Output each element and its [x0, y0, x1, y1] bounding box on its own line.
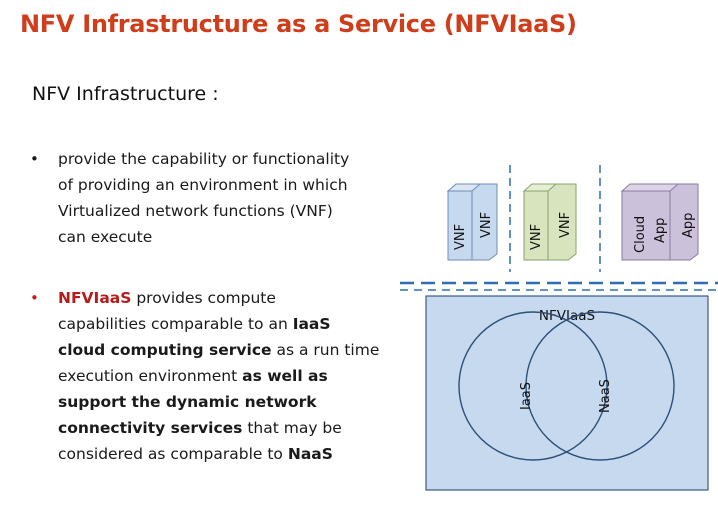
bullet-line: cloud computing service as a run time: [58, 337, 408, 363]
vnf-box-top: [522, 183, 558, 192]
iaas-label: IaaS: [519, 382, 534, 410]
app-box-top: [620, 183, 680, 192]
bold-phrase: support the dynamic network: [58, 393, 317, 411]
text-segment: provides compute: [131, 289, 276, 307]
bullet-line: of providing an environment in which: [58, 176, 348, 194]
naas-circle: [525, 311, 675, 461]
bold-phrase: cloud computing service: [58, 341, 272, 359]
text-segment: capabilities comparable to an: [58, 315, 293, 333]
bullet-marker: •: [30, 289, 39, 307]
bold-phrase: as well as: [242, 367, 328, 385]
section-subtitle: NFV Infrastructure :: [32, 83, 219, 105]
vnf-back-label: VNF: [558, 212, 573, 238]
iaas-circle: [458, 311, 608, 461]
bullet-line: capabilities comparable to an IaaS: [58, 311, 408, 337]
vnf-box-top: [446, 183, 482, 192]
bullet-line: connectivity services that may be: [58, 415, 408, 441]
bold-phrase: NaaS: [287, 445, 333, 463]
text-segment: execution environment: [58, 367, 243, 385]
bold-phrase: IaaS: [292, 315, 331, 333]
bullet-line: Virtualized network functions (VNF): [58, 202, 333, 220]
vnf-box-front: [523, 190, 549, 261]
vnf-box-front: [447, 190, 473, 261]
vnf-stack-2: VNF VNF: [522, 183, 577, 261]
app-stack: Cloud App App: [620, 183, 699, 261]
nfviaas-platform: [425, 295, 709, 491]
naas-label: NaaS: [598, 379, 613, 413]
nfviaas-label: NFVIaaS: [539, 308, 595, 324]
slide-title: NFV Infrastructure as a Service (NFVIaaS…: [20, 10, 577, 38]
bold-phrase: connectivity services: [58, 419, 243, 437]
app-front-label-2: App: [653, 218, 668, 243]
bullet-line: execution environment as well as: [58, 363, 408, 389]
highlight-term: NFVIaaS: [58, 289, 132, 307]
app-front-label-1: Cloud: [633, 216, 648, 253]
app-back-label: App: [681, 213, 696, 238]
vnf-front-label: VNF: [453, 224, 468, 250]
bullet-line: considered as comparable to NaaS: [58, 441, 408, 467]
text-segment: considered as comparable to: [58, 445, 288, 463]
app-box-front: [621, 190, 671, 261]
nfviaas-diagram: VNF VNF VNF VNF Cloud App App NFVIaaS Ia…: [400, 165, 718, 491]
bullet-line: NFVIaaS provides compute: [58, 285, 408, 311]
bullet-marker: •: [30, 150, 39, 168]
vnf-front-label: VNF: [529, 224, 544, 250]
bullet-line: support the dynamic network: [58, 389, 408, 415]
bullet-line: can execute: [58, 228, 153, 246]
bullet-line: provide the capability or functionality: [58, 150, 350, 168]
text-segment: that may be: [242, 419, 342, 437]
vnf-back-label: VNF: [479, 212, 494, 238]
bullet-text: provide the capability or functionality …: [58, 146, 408, 250]
vnf-stack-1: VNF VNF: [446, 183, 498, 261]
text-segment: as a run time: [271, 341, 380, 359]
